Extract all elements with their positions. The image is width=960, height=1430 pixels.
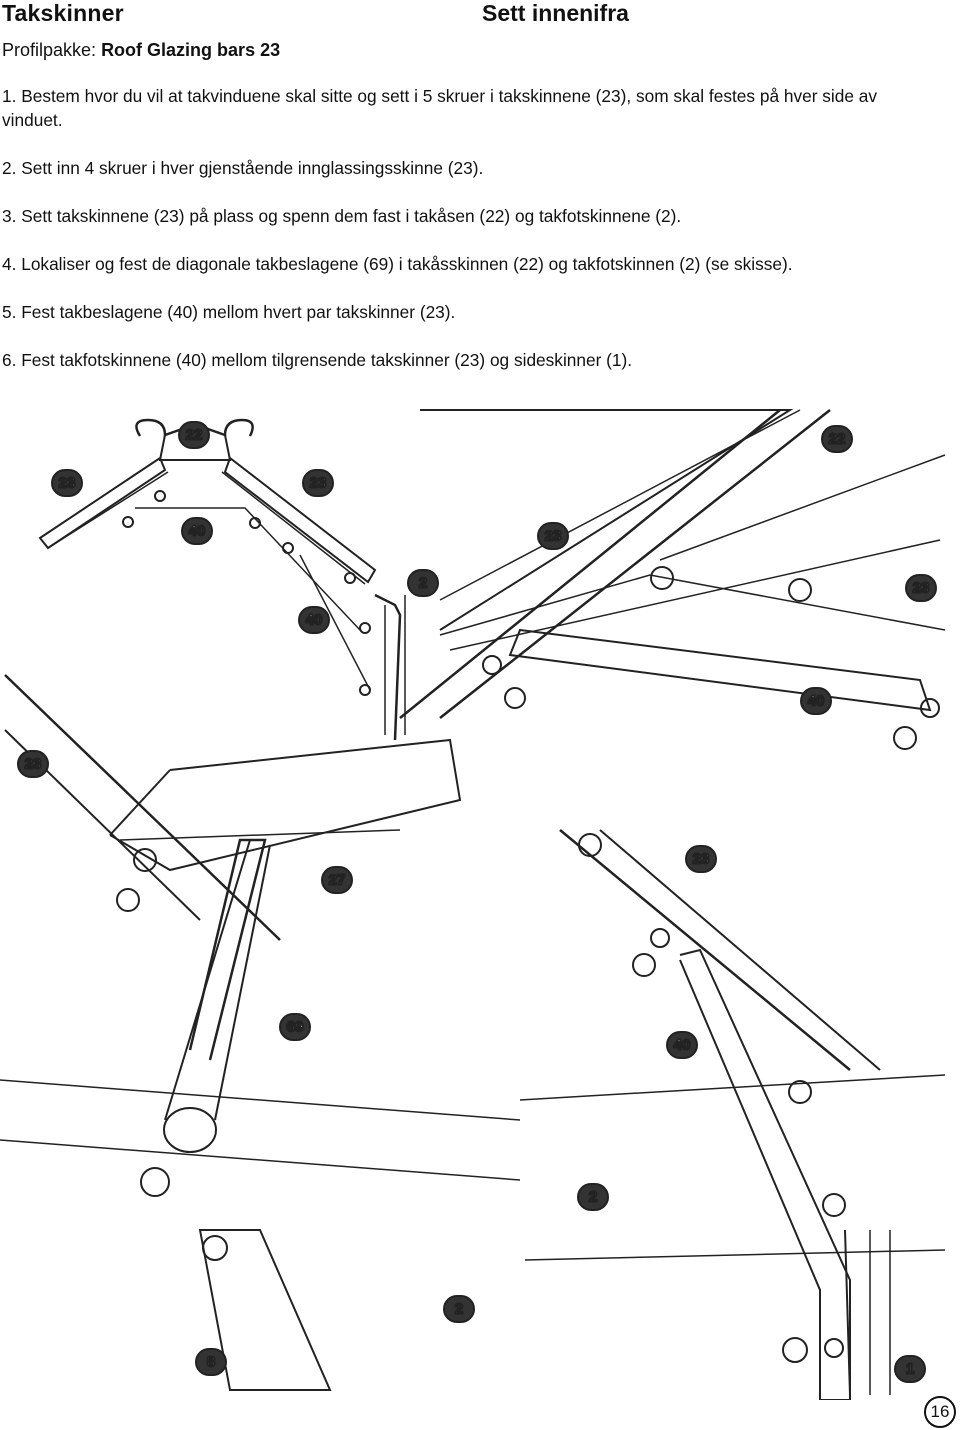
callout-badge: 40 [181,517,213,545]
callout-label: 22 [186,427,203,444]
profile-label: Profilpakke: [2,40,97,60]
diagonal-brace-drawing [0,838,521,1391]
callout-label: 23 [25,756,42,773]
callout-label: 23 [693,851,710,868]
callout-label: 27 [329,872,346,889]
profile-value: Roof Glazing bars 23 [101,40,281,60]
callout-badge: 23 [17,750,49,778]
callout-badge: 2 [407,569,439,597]
callout-label: 23 [59,475,76,492]
ridge-cross-section-drawing [38,418,406,741]
callout-badge: 69 [279,1013,311,1041]
callout-badge: 2 [577,1183,609,1211]
callout-label: 40 [808,693,825,710]
callout-badge: 2 [443,1295,475,1323]
callout-badge: 40 [800,687,832,715]
callout-label: 69 [287,1019,304,1036]
callout-label: 8 [207,1354,215,1371]
callout-badge: 23 [685,845,717,873]
assembly-illustrations: 22 23 23 40 40 22 23 2 23 40 23 27 23 40… [0,400,960,1400]
callout-badge: 40 [298,606,330,634]
callout-badge: 23 [905,574,937,602]
callout-badge: 23 [51,469,83,497]
callout-label: 2 [419,575,427,592]
callout-badge: 1 [894,1355,926,1383]
callout-label: 40 [674,1037,691,1054]
callout-badge: 23 [302,469,334,497]
profile-line: Profilpakke: Roof Glazing bars 23 [2,40,280,61]
callout-badge: 27 [321,866,353,894]
page-subtitle: Sett innenifra [482,0,629,26]
step-6: 6. Fest takfotskinnene (40) mellom tilgr… [2,350,633,370]
callout-label: 1 [906,1361,914,1378]
page-number: 16 [924,1396,956,1428]
callout-badge: 22 [178,421,210,449]
callout-label: 23 [545,528,562,545]
callout-badge: 8 [195,1348,227,1376]
instruction-steps: 1. Bestem hvor du vil at takvinduene ska… [2,84,942,396]
side-corner-brace-drawing [519,829,946,1400]
callout-label: 2 [589,1189,597,1206]
step-1: 1. Bestem hvor du vil at takvinduene ska… [2,86,878,130]
callout-label: 40 [306,612,323,629]
step-4: 4. Lokaliser og fest de diagonale takbes… [2,254,793,274]
page-title: Takskinner [2,0,124,26]
callout-label: 2 [455,1301,463,1318]
callout-label: 23 [913,580,930,597]
callout-badge: 40 [666,1031,698,1059]
callout-label: 23 [310,475,327,492]
ridge-brace-drawing [399,409,946,750]
callout-label: 22 [829,431,846,448]
step-5: 5. Fest takbeslagene (40) mellom hvert p… [2,302,456,322]
step-3: 3. Sett takskinnene (23) på plass og spe… [2,206,682,226]
callout-badge: 23 [537,522,569,550]
step-2: 2. Sett inn 4 skruer i hver gjenstående … [2,158,484,178]
callout-label: 40 [189,523,206,540]
callout-badge: 22 [821,425,853,453]
